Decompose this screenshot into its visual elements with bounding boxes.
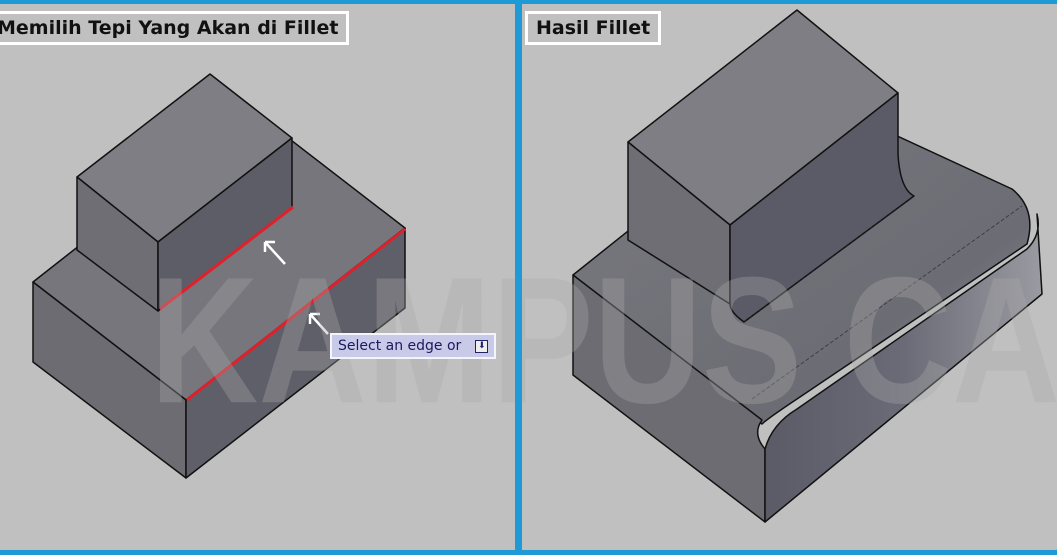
panel-title: Memilih Tepi Yang Akan di Fillet — [0, 11, 350, 45]
cursor-arrow-icon — [263, 240, 286, 265]
selected-edge-upper — [159, 205, 294, 311]
cursor-arrow-icon — [308, 312, 329, 335]
watermark: KAMPUS CAD — [522, 239, 1057, 441]
tooltip-text: Select an edge or — [338, 338, 462, 354]
solid-before-fillet — [32, 73, 406, 479]
dropdown-arrow-icon[interactable]: ⬇ — [475, 339, 489, 353]
right-viewport[interactable]: KAMPUS CAD Hasil Fillet — [522, 4, 1057, 550]
selected-edge-lower — [186, 227, 406, 402]
command-tooltip[interactable]: Select an edge or ⬇ — [330, 333, 497, 359]
solid-after-fillet — [572, 9, 1043, 523]
left-viewport[interactable]: KAMPUS CAD Memilih Tepi Yang Akan di Fil… — [0, 4, 515, 550]
panel-title: Hasil Fillet — [525, 11, 662, 45]
